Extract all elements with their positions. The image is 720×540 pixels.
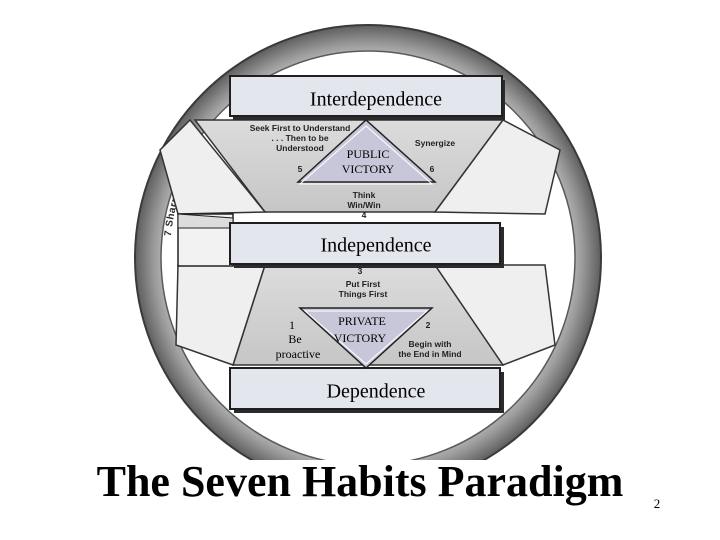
habit-3-line-1: Put First bbox=[346, 279, 381, 289]
habit-3-line-2: Things First bbox=[339, 289, 388, 299]
habit-4-number: 4 bbox=[362, 210, 367, 220]
dependence-bar: Dependence bbox=[230, 368, 504, 413]
private-victory-line-2: VICTORY bbox=[334, 331, 387, 345]
independence-label: Independence bbox=[320, 235, 431, 257]
public-victory-line-1: PUBLIC bbox=[347, 147, 390, 161]
dependence-label: Dependence bbox=[327, 381, 426, 403]
page-title: The Seven Habits Paradigm bbox=[60, 452, 660, 512]
habit-2-number: 2 bbox=[426, 320, 431, 330]
habit-4-line-1: Think bbox=[353, 190, 376, 200]
public-victory-line-2: VICTORY bbox=[342, 162, 395, 176]
habit-3-number: 3 bbox=[358, 266, 363, 276]
independence-bar: Independence bbox=[178, 214, 504, 268]
habit-4-line-2: Win/Win bbox=[347, 200, 380, 210]
habit-6-number: 6 bbox=[430, 164, 435, 174]
habit-5-line-2: . . . Then to be bbox=[271, 133, 328, 143]
habit-6-label: Synergize bbox=[415, 138, 455, 148]
interdependence-bar: Interdependence bbox=[230, 76, 505, 120]
private-victory-line-1: PRIVATE bbox=[338, 314, 386, 328]
seven-habits-diagram: 7 Sharpen the Saw Interdependence Ind bbox=[0, 0, 720, 460]
habit-1-number: 1 bbox=[289, 318, 295, 332]
habit-2-line-2: the End in Mind bbox=[398, 349, 461, 359]
habit-1-line-1: Be bbox=[288, 332, 301, 346]
page-number: 2 bbox=[646, 496, 668, 514]
habit-2-line-1: Begin with bbox=[409, 339, 452, 349]
habit-5-number: 5 bbox=[298, 164, 303, 174]
habit-5-line-1: Seek First to Understand bbox=[250, 123, 351, 133]
habit-1-line-2: proactive bbox=[276, 347, 321, 361]
habit-5-line-3: Understood bbox=[276, 143, 324, 153]
interdependence-label: Interdependence bbox=[310, 89, 442, 111]
